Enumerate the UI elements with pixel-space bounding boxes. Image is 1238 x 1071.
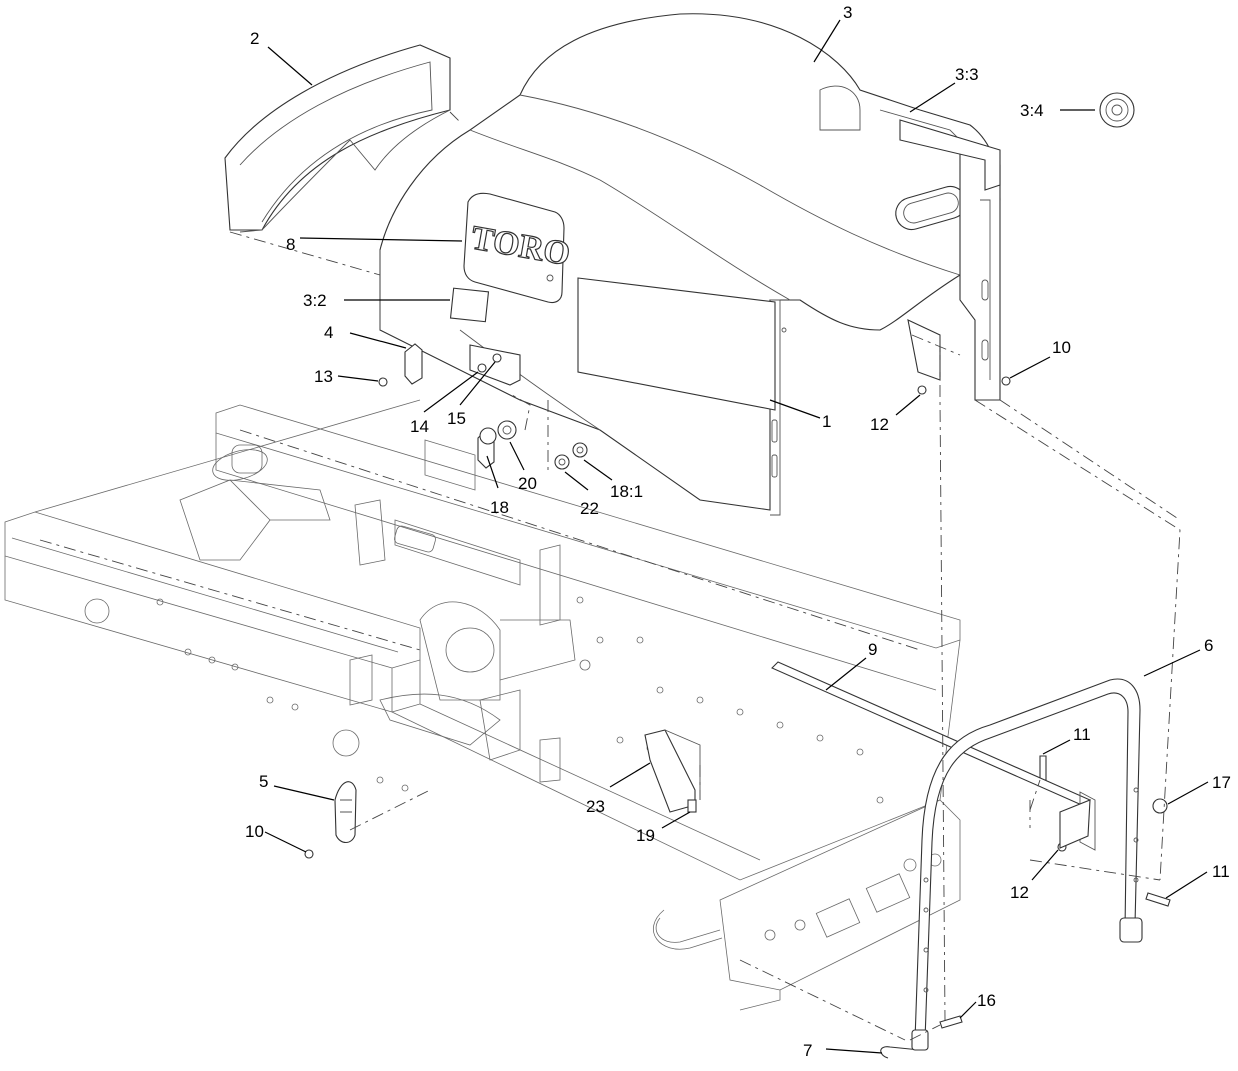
callout-15: 15 <box>447 409 466 428</box>
callout-4: 4 <box>324 323 333 342</box>
callout-3-3: 3:3 <box>955 65 979 84</box>
callout-10-lower: 10 <box>245 822 264 841</box>
callout-19: 19 <box>636 826 655 845</box>
callout-12-lower: 12 <box>1010 883 1029 902</box>
phantom-lines <box>229 111 1181 1041</box>
callout-2: 2 <box>250 29 259 48</box>
part-3-4-clip <box>1099 92 1135 128</box>
callout-7: 7 <box>803 1041 812 1060</box>
callout-12-upper: 12 <box>870 415 889 434</box>
callout-3-2: 3:2 <box>303 291 327 310</box>
small-hardware <box>304 343 1171 1059</box>
callout-17: 17 <box>1212 773 1231 792</box>
part-3-3-bracket <box>899 119 1001 191</box>
callout-8: 8 <box>286 235 295 254</box>
callout-11-lower: 11 <box>1212 862 1230 881</box>
callout-18-1: 18:1 <box>610 482 643 501</box>
callout-20: 20 <box>518 474 537 493</box>
callout-labels: 1 2 3 3:2 3:3 3:4 4 5 6 7 8 9 10 10 11 1… <box>245 3 1231 1060</box>
callout-3-4: 3:4 <box>1020 101 1044 120</box>
callout-6: 6 <box>1204 636 1213 655</box>
callout-16: 16 <box>977 991 996 1010</box>
roll-bar-assembly <box>771 661 1143 1051</box>
callout-23: 23 <box>586 797 605 816</box>
part-2-side-shield <box>224 44 451 233</box>
callout-3: 3 <box>843 3 852 22</box>
callout-9: 9 <box>868 640 877 659</box>
callout-1: 1 <box>822 412 831 431</box>
chassis-frame <box>4 399 961 1011</box>
callout-11-upper: 11 <box>1073 725 1091 744</box>
leader-lines <box>264 19 1209 1054</box>
callout-22: 22 <box>580 499 599 518</box>
hood-assembly: TORO <box>379 13 1001 516</box>
callout-13: 13 <box>314 367 333 386</box>
callout-14: 14 <box>410 417 429 436</box>
callout-10-upper: 10 <box>1052 338 1071 357</box>
callout-5: 5 <box>259 772 268 791</box>
callout-18: 18 <box>490 498 509 517</box>
